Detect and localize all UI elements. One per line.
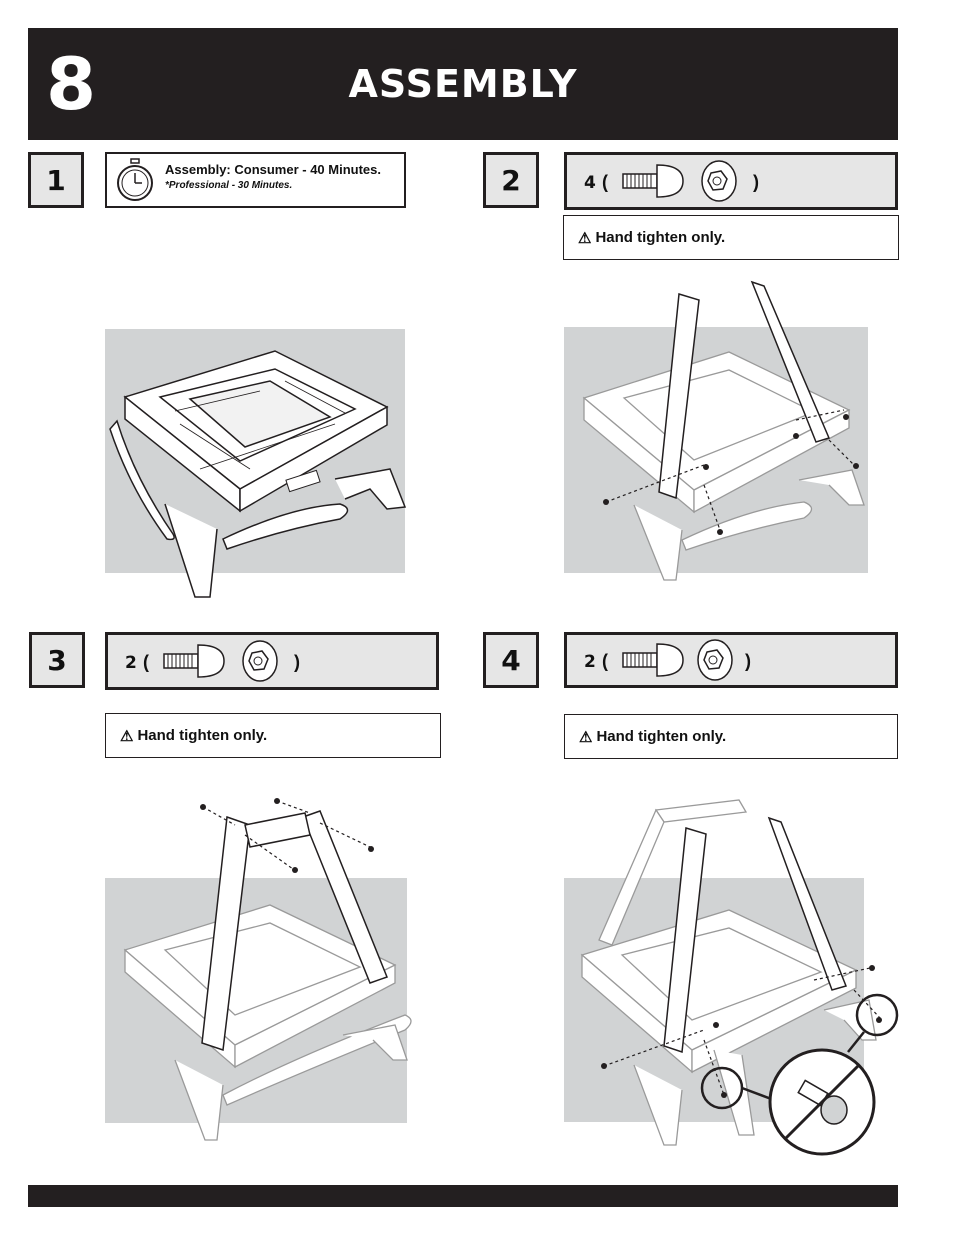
step-3-part-count: 2	[125, 653, 137, 673]
step-3-parts-box: 2 ( )	[105, 632, 439, 690]
step-3-paren-open: (	[143, 652, 149, 672]
page-title: ASSEMBLY	[348, 62, 578, 106]
step-3-number: 3	[29, 632, 85, 688]
stopwatch-icon	[117, 158, 153, 201]
step-4-number: 4	[483, 632, 539, 688]
step-2-part-count: 4	[584, 173, 596, 193]
page-number: 8	[46, 42, 97, 126]
knob-nut-icon	[242, 640, 278, 682]
step-1-grill-illustration	[109, 350, 407, 598]
warning-triangle-icon: ⚠	[120, 727, 134, 745]
bolt-icon	[622, 643, 684, 677]
assembly-time-box: Assembly: Consumer - 40 Minutes. *Profes…	[105, 152, 406, 208]
step-4-warning: ⚠ Hand tighten only.	[564, 714, 898, 759]
warning-triangle-icon: ⚠	[578, 229, 592, 247]
assembly-time-professional: *Professional - 30 Minutes.	[165, 180, 293, 191]
assembly-time-consumer: Assembly: Consumer - 40 Minutes.	[165, 162, 381, 177]
step-2-paren-open: (	[602, 172, 608, 192]
prohibited-icon	[768, 1048, 876, 1156]
step-3-warning: ⚠ Hand tighten only.	[105, 713, 441, 758]
warning-triangle-icon: ⚠	[579, 728, 593, 746]
step-3-warning-text: Hand tighten only.	[137, 727, 268, 744]
step-3-paren-close: )	[294, 652, 300, 672]
bolt-icon	[622, 164, 684, 198]
step-2-number: 2	[483, 152, 539, 208]
step-1-number: 1	[28, 152, 84, 208]
step-2-warning: ⚠ Hand tighten only.	[563, 215, 899, 260]
step-4-grill-illustration	[580, 799, 899, 1156]
step-2-warning-text: Hand tighten only.	[595, 229, 726, 246]
step-4-paren-open: (	[602, 651, 608, 671]
step-2-parts-box: 4 ( )	[564, 152, 898, 210]
step-2-grill-illustration	[582, 280, 865, 581]
step-4-part-count: 2	[584, 652, 596, 672]
step-4-parts-box: 2 ( )	[564, 632, 898, 688]
page-header: 8 ASSEMBLY	[28, 28, 898, 140]
step-4-warning-text: Hand tighten only.	[596, 728, 727, 745]
knob-nut-icon	[697, 639, 733, 681]
knob-nut-icon	[701, 160, 737, 202]
bolt-icon	[163, 644, 225, 678]
step-2-paren-close: )	[753, 172, 759, 192]
step-3-grill-illustration	[123, 798, 412, 1141]
step-4-paren-close: )	[745, 651, 751, 671]
page-footer-bar	[28, 1185, 898, 1207]
